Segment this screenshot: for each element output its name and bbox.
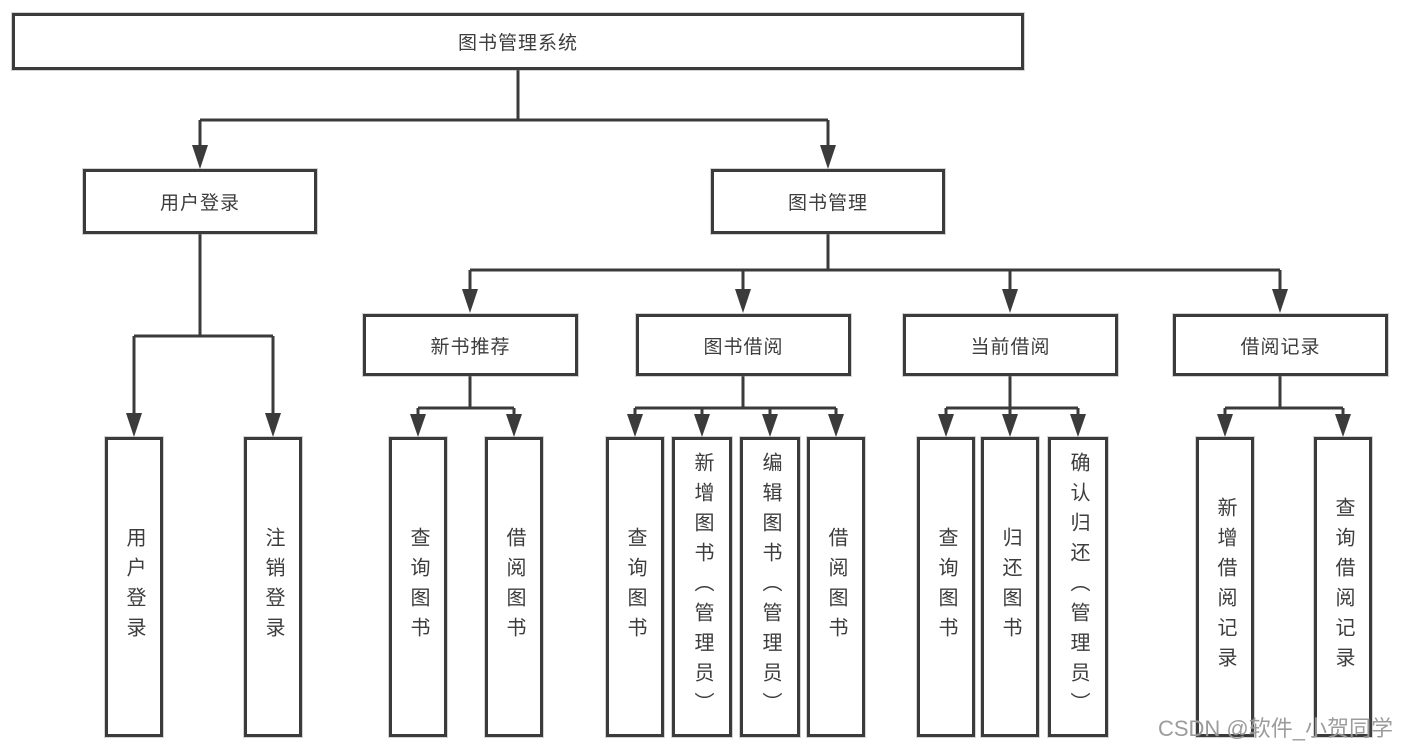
- leaf-query-books-1-label: 查询图书: [407, 527, 429, 647]
- node-library-system: 图书管理系统: [12, 13, 1024, 70]
- leaf-user-login: 用户登录: [105, 437, 163, 737]
- leaf-confirm-return-admin-label: 确认归还（管理员）: [1067, 452, 1089, 722]
- leaf-query-borrow-record-label: 查询借阅记录: [1332, 497, 1354, 677]
- leaf-borrow-books-2: 借阅图书: [807, 437, 865, 737]
- leaf-borrow-books-2-label: 借阅图书: [825, 527, 847, 647]
- node-library-system-label: 图书管理系统: [457, 33, 578, 54]
- leaf-edit-books-admin-label: 编辑图书（管理员）: [759, 452, 781, 722]
- node-current-borrow-label: 当前借阅: [970, 336, 1051, 358]
- leaf-confirm-return-admin: 确认归还（管理员）: [1048, 437, 1108, 737]
- node-current-borrow: 当前借阅: [903, 314, 1118, 376]
- leaf-user-login-label: 用户登录: [123, 527, 145, 647]
- node-book-borrow-label: 图书借阅: [703, 336, 784, 358]
- leaf-borrow-books-1-label: 借阅图书: [503, 527, 525, 647]
- leaf-logout: 注销登录: [244, 437, 302, 737]
- leaf-edit-books-admin: 编辑图书（管理员）: [740, 437, 800, 737]
- node-book-borrow: 图书借阅: [636, 314, 851, 376]
- node-user-login: 用户登录: [83, 169, 317, 234]
- node-new-book-recommend-label: 新书推荐: [430, 336, 511, 358]
- leaf-logout-label: 注销登录: [262, 527, 284, 647]
- leaf-borrow-books-1: 借阅图书: [485, 437, 543, 737]
- leaf-query-books-3-label: 查询图书: [935, 527, 957, 647]
- leaf-query-books-2: 查询图书: [606, 437, 664, 737]
- leaf-query-borrow-record: 查询借阅记录: [1314, 437, 1372, 737]
- leaf-return-books: 归还图书: [981, 437, 1039, 737]
- leaf-query-books-2-label: 查询图书: [624, 527, 646, 647]
- node-borrow-records-label: 借阅记录: [1240, 336, 1321, 358]
- node-book-management-label: 图书管理: [787, 193, 868, 214]
- leaf-return-books-label: 归还图书: [999, 527, 1021, 647]
- csdn-watermark: CSDN @软件_小贺同学: [1157, 716, 1393, 741]
- node-user-login-label: 用户登录: [159, 193, 240, 214]
- leaf-query-books-1: 查询图书: [389, 437, 447, 737]
- leaf-query-books-3: 查询图书: [917, 437, 975, 737]
- leaf-add-books-admin-label: 新增图书（管理员）: [691, 452, 713, 722]
- node-book-management: 图书管理: [711, 169, 945, 234]
- node-borrow-records: 借阅记录: [1173, 314, 1388, 376]
- leaf-add-borrow-record: 新增借阅记录: [1196, 437, 1254, 737]
- leaf-add-books-admin: 新增图书（管理员）: [672, 437, 732, 737]
- leaf-add-borrow-record-label: 新增借阅记录: [1214, 497, 1236, 677]
- node-new-book-recommend: 新书推荐: [363, 314, 578, 376]
